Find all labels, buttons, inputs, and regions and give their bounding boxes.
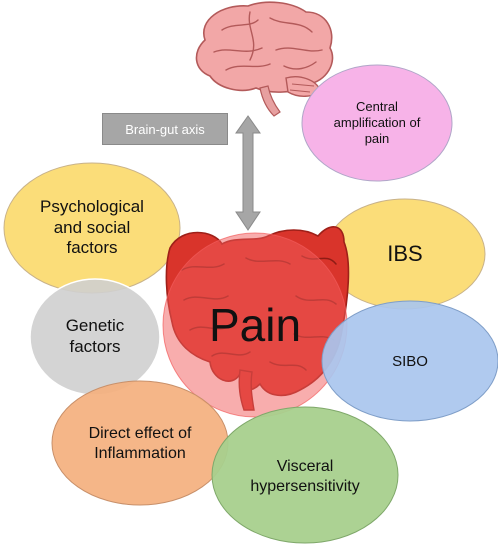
inflammation-label: Direct effect of Inflammation (88, 425, 192, 462)
visceral-label: Visceral hypersensitivity (250, 458, 360, 495)
pain-label: Pain (208, 299, 302, 351)
genetic-label: Genetic factors (65, 316, 125, 356)
central-amplification-label: Central amplification of pain (333, 99, 421, 146)
ibs-label: IBS (387, 240, 423, 266)
visceral-bubble (211, 406, 399, 544)
brain-gut-axis-box: Brain-gut axis (102, 113, 228, 145)
psychological-social-label: Psychological and social factors (40, 196, 144, 258)
brain-icon (195, 1, 334, 117)
sibo-bubble (321, 300, 498, 422)
sibo-label: SIBO (392, 352, 428, 370)
brain-gut-arrow (235, 115, 261, 231)
central-amplification-bubble (301, 64, 453, 182)
